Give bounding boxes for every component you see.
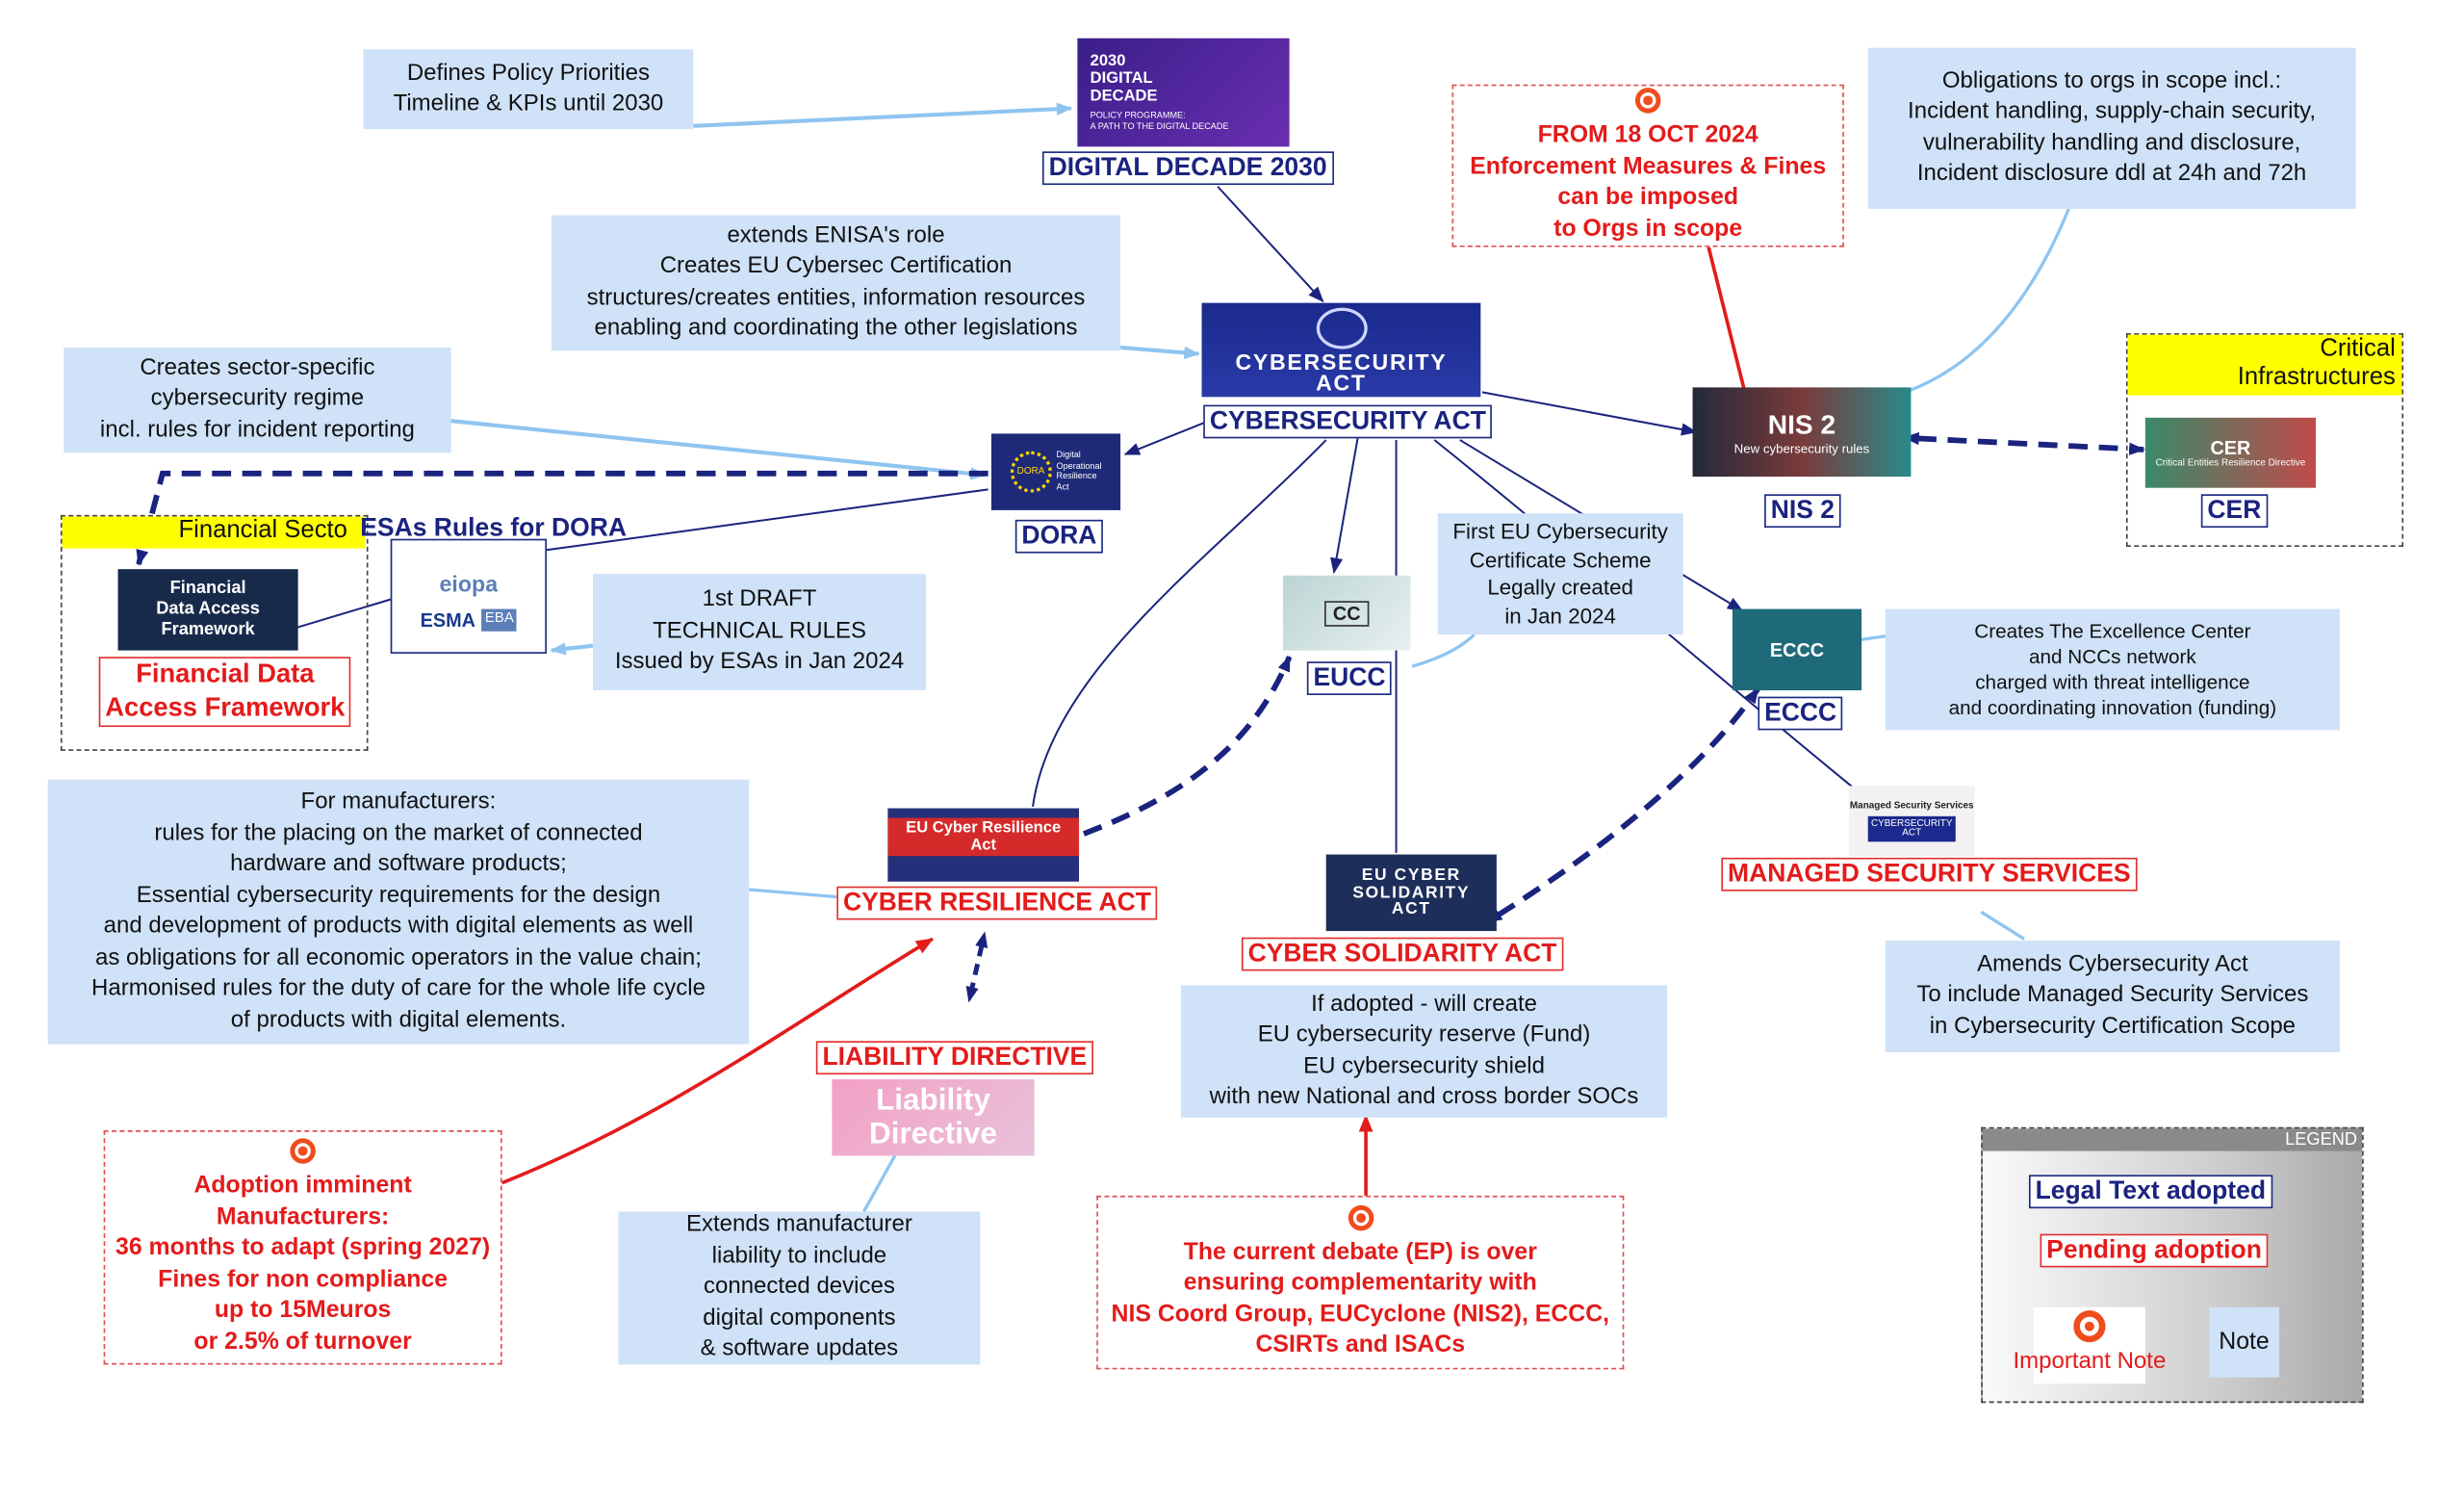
esas-logos: eiopa ESMA EBA	[390, 538, 547, 654]
edge-enisa-to-csa	[1119, 345, 1200, 359]
label-digital-decade: DIGITAL DECADE 2030	[1041, 151, 1334, 186]
label-eucc: EUCC	[1306, 661, 1393, 695]
dora-logo: DORA Digital Operational Resilience Act	[990, 433, 1121, 510]
edge-amends-mss	[1980, 910, 2025, 941]
edge-nis2-cer-dashed	[1903, 431, 2145, 455]
label-cyber-solidarity-act: CYBER SOLIDARITY ACT	[1241, 937, 1564, 971]
edge-csa-to-nis2	[1481, 391, 1698, 436]
edge-csa-to-cra	[1032, 439, 1327, 808]
eccc-logo: ECCC	[1732, 608, 1862, 691]
cer-logo: CER Critical Entities Resilience Directi…	[2144, 417, 2317, 488]
important-dot-icon	[1634, 88, 1661, 114]
legend-legal-text: Legal Text adopted	[2028, 1175, 2272, 1209]
eba-logo: EBA	[481, 608, 518, 632]
edge-csa-to-dora	[1123, 421, 1206, 455]
note-enisa-role: extends ENISA's role Creates EU Cybersec…	[551, 215, 1121, 351]
eucc-logo: CC	[1282, 575, 1411, 651]
edge-sector-to-dora	[450, 419, 987, 480]
important-adoption-imminent: Adoption imminent Manufacturers: 36 mont…	[103, 1130, 502, 1365]
legend-pending: Pending adoption	[2040, 1233, 2269, 1268]
eu-stars-icon: DORA	[1010, 451, 1052, 493]
note-draft-technical-rules: 1st DRAFT TECHNICAL RULES Issued by ESAs…	[592, 574, 927, 691]
digital-decade-logo: 2030 DIGITAL DECADE POLICY PROGRAMME: A …	[1077, 38, 1290, 147]
edge-eucc-note	[1411, 633, 1476, 668]
edge-draft-to-esas	[550, 642, 594, 656]
note-solidarity-fund: If adopted - will create EU cybersecurit…	[1181, 985, 1668, 1118]
financial-sector-tag: Financial Secto	[62, 516, 366, 549]
edge-csa-to-eucc	[1330, 436, 1359, 575]
note-amends-csa: Amends Cybersecurity Act To include Mana…	[1885, 940, 2340, 1052]
note-policy-priorities: Defines Policy Priorities Timeline & KPI…	[363, 49, 694, 130]
eiopa-logo: eiopa	[439, 570, 499, 597]
liability-directive-logo: Liability Directive	[832, 1079, 1035, 1156]
label-cyber-resilience-act: CYBER RESILIENCE ACT	[836, 886, 1158, 920]
important-dot-icon	[290, 1138, 316, 1164]
nis2-logo: NIS 2 New cybersecurity rules	[1692, 387, 1912, 478]
edge-obligations-nis2	[1909, 208, 2070, 393]
label-managed-security-services: MANAGED SECURITY SERVICES	[1721, 857, 2138, 892]
critical-infrastructures-group	[2125, 333, 2404, 547]
edge-solidarity-eccc-dashed	[1485, 686, 1760, 923]
important-dot-icon	[2073, 1310, 2106, 1343]
critical-infrastructures-tag: Critical Infrastructures	[2127, 334, 2402, 396]
legend-panel: LEGEND Legal Text adopted Pending adopti…	[1981, 1126, 2364, 1404]
legend-important-note: Important Note	[2013, 1306, 2166, 1384]
note-eccc-description: Creates The Excellence Center and NCCs n…	[1885, 608, 2340, 731]
label-financial-data-access-framework: Financial Data Access Framework	[98, 657, 351, 728]
edge-esas-to-dora	[546, 488, 988, 552]
note-nis2-obligations: Obligations to orgs in scope incl.: Inci…	[1867, 47, 2356, 209]
cyber-resilience-act-logo: EU Cyber Resilience Act	[887, 808, 1080, 882]
note-sector-regime: Creates sector-specific cybersecurity re…	[64, 347, 451, 453]
important-current-debate: The current debate (EP) is over ensuring…	[1096, 1195, 1625, 1370]
label-liability-directive: LIABILITY DIRECTIVE	[815, 1041, 1093, 1075]
label-dora: DORA	[1014, 519, 1104, 554]
important-dot-icon	[1348, 1204, 1373, 1230]
important-enforcement: FROM 18 OCT 2024 Enforcement Measures & …	[1451, 84, 1844, 247]
financial-sector-group	[60, 514, 369, 751]
eu-stars-icon	[1315, 306, 1367, 349]
legend-note: Note	[2209, 1306, 2279, 1378]
label-nis2: NIS 2	[1764, 494, 1841, 529]
note-liability-extension: Extends manufacturer liability to includ…	[618, 1211, 981, 1365]
label-cer: CER	[2200, 494, 2268, 529]
label-esas-rules: ESAs Rules for DORA	[360, 514, 628, 543]
edge-cra-liability-dashed	[965, 931, 988, 1003]
fdaf-logo: Financial Data Access Framework	[117, 569, 298, 651]
legend-title: LEGEND	[1982, 1128, 2363, 1151]
cyber-solidarity-act-logo: EU CYBER SOLIDARITY ACT	[1325, 854, 1497, 932]
edge-adoption-cra	[500, 937, 935, 1185]
esma-logo: ESMA	[420, 608, 476, 632]
edge-dd-to-csa	[1217, 186, 1324, 303]
managed-security-services-logo: Managed Security Services CYBERSECURITY …	[1848, 786, 1975, 857]
edge-cra-eucc-dashed	[1082, 655, 1293, 837]
note-eucc-scheme: First EU Cybersecurity Certificate Schem…	[1437, 513, 1683, 635]
cybersecurity-act-logo: CYBERSECURITY ACT	[1201, 302, 1481, 398]
label-eccc: ECCC	[1758, 696, 1843, 731]
note-manufacturers-rules: For manufacturers: rules for the placing…	[47, 779, 750, 1045]
edge-policy-to-dd	[693, 102, 1073, 128]
edge-liability-ext	[862, 1153, 898, 1213]
label-cybersecurity-act: CYBERSECURITY ACT	[1203, 404, 1493, 439]
edge-manufacturers-cra	[749, 888, 845, 899]
